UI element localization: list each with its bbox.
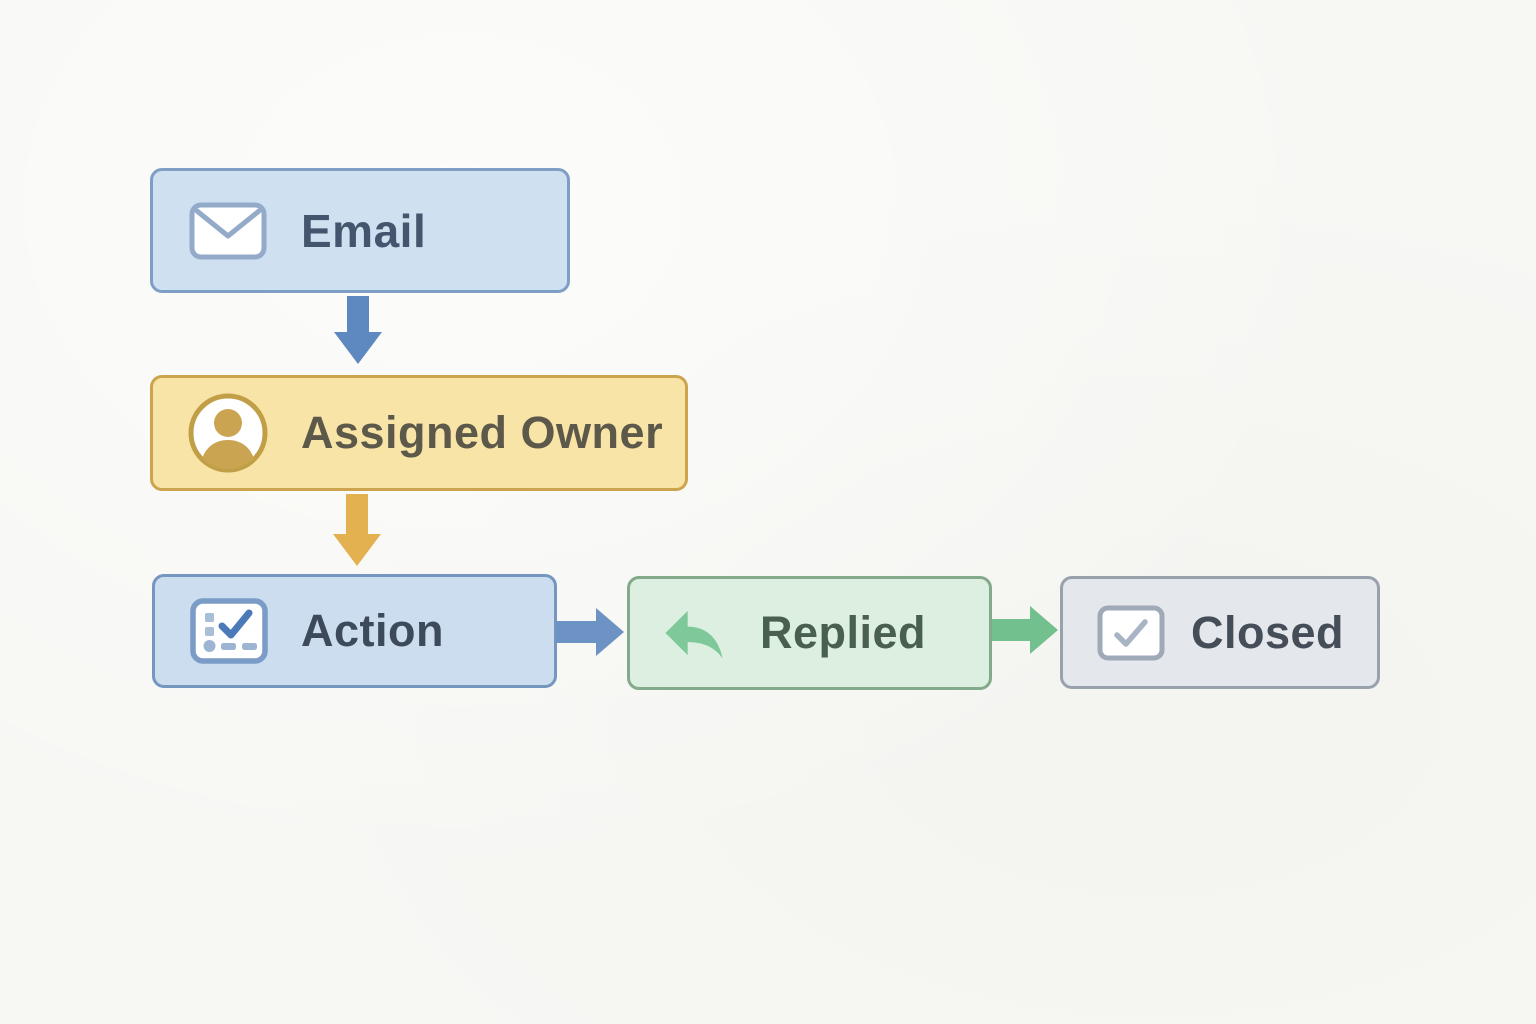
node-label-action: Action bbox=[301, 605, 444, 656]
node-label-closed: Closed bbox=[1191, 606, 1345, 658]
arrow-action-to-replied bbox=[556, 608, 624, 656]
envelope-icon bbox=[189, 202, 267, 260]
checkbox-icon bbox=[1097, 605, 1165, 661]
node-label-email: Email bbox=[301, 204, 427, 257]
node-closed: Closed bbox=[1060, 576, 1380, 689]
arrow-replied-to-closed bbox=[992, 606, 1058, 654]
user-icon bbox=[187, 392, 269, 474]
node-assigned-owner: Assigned Owner bbox=[150, 375, 688, 491]
arrow-email-to-owner bbox=[334, 296, 382, 364]
node-label-assigned-owner: Assigned Owner bbox=[301, 407, 664, 458]
checklist-icon bbox=[189, 597, 269, 665]
reply-icon bbox=[652, 595, 736, 671]
node-label-replied: Replied bbox=[760, 607, 927, 658]
node-replied: Replied bbox=[627, 576, 992, 690]
node-action: Action bbox=[152, 574, 557, 688]
node-email: Email bbox=[150, 168, 570, 293]
arrow-owner-to-action bbox=[333, 494, 381, 566]
